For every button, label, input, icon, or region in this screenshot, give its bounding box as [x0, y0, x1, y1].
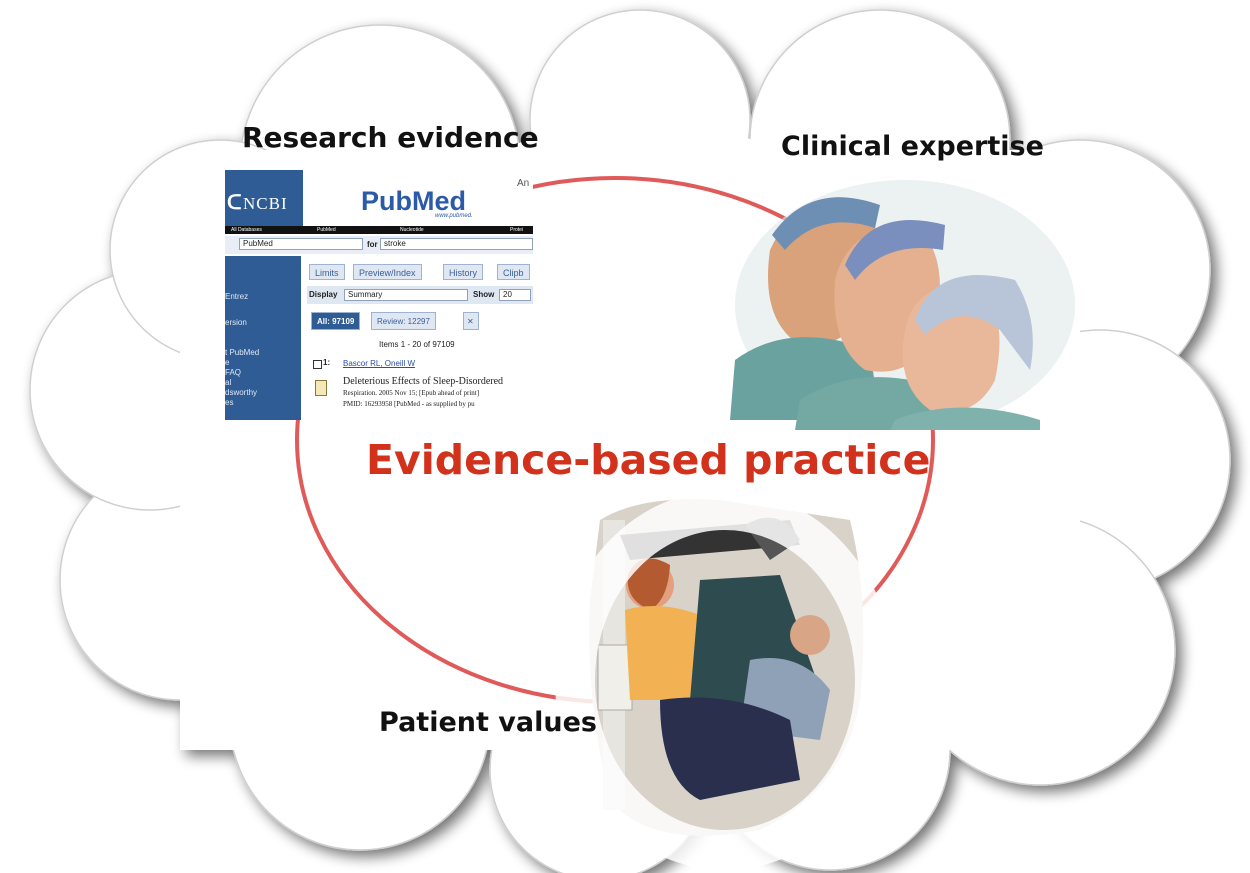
search-input[interactable]: stroke	[380, 238, 533, 250]
clinical-team-photo	[730, 180, 1075, 430]
research-evidence-label: Research evidence	[242, 121, 539, 154]
pubmed-header: ᑕ NCBI PubMed www.pubmed. An	[225, 170, 533, 226]
tab-review-results[interactable]: Review: 12297	[371, 312, 436, 330]
sidebar-item[interactable]: e	[225, 358, 230, 367]
result-journal: Respiration. 2005 Nov 15; [Epub ahead of…	[343, 389, 480, 397]
tab-history[interactable]: History	[443, 264, 484, 280]
pubmed-sidebar: Entrez ersion t PubMed e FAQ al dsworthy…	[225, 256, 301, 420]
tab-preview-index[interactable]: Preview/Index	[353, 264, 422, 280]
search-input-value: stroke	[384, 239, 406, 248]
close-tab-icon[interactable]: ✕	[463, 312, 479, 330]
sidebar-item[interactable]: es	[225, 398, 234, 407]
result-checkbox[interactable]	[313, 360, 322, 369]
pubmed-logo: PubMed	[361, 186, 466, 216]
patient-values-label: Patient values	[379, 707, 597, 738]
sidebar-item[interactable]: al	[225, 378, 232, 387]
display-bar: Display Summary Show 20	[307, 286, 533, 304]
tab-all-results[interactable]: All: 97109	[311, 312, 361, 330]
nav-item[interactable]: Protei	[510, 227, 524, 233]
for-label: for	[367, 240, 378, 249]
result-authors-link[interactable]: Bascor RL, Oneill W	[343, 359, 416, 368]
display-select[interactable]: Summary	[344, 289, 468, 301]
nav-item[interactable]: All Databases	[231, 227, 262, 233]
show-select-value: 20	[503, 290, 512, 299]
show-select[interactable]: 20	[499, 289, 531, 301]
nav-item[interactable]: Nucleotide	[400, 227, 424, 233]
clinical-expertise-label: Clinical expertise	[781, 131, 1044, 162]
nav-item[interactable]: PubMed	[317, 227, 336, 233]
ncbi-logo: ᑕ NCBI	[225, 170, 303, 226]
pubmed-search-bar: PubMed for stroke	[225, 236, 533, 254]
sidebar-item[interactable]: FAQ	[225, 368, 242, 377]
result-number: 1:	[323, 358, 331, 367]
patient-lift-photo	[555, 490, 895, 870]
pubmed-logo-url: www.pubmed.	[435, 213, 473, 219]
display-label: Display	[309, 290, 338, 299]
show-label: Show	[473, 290, 495, 299]
ncbi-c-icon: ᑕ	[227, 192, 242, 214]
database-select-value: PubMed	[243, 239, 273, 248]
pubmed-navbar: All Databases PubMed Nucleotide Protei	[225, 226, 533, 234]
sidebar-item[interactable]: t PubMed	[225, 348, 260, 357]
result-title[interactable]: Deleterious Effects of Sleep-Disordered	[343, 376, 504, 387]
tab-limits[interactable]: Limits	[309, 264, 345, 280]
pubmed-screenshot: ᑕ NCBI PubMed www.pubmed. An All Databas…	[225, 170, 533, 420]
document-icon	[315, 380, 327, 396]
display-select-value: Summary	[348, 290, 383, 299]
ncbi-text: NCBI	[243, 194, 288, 213]
result-pmid: PMID: 16293958 [PubMed - as supplied by …	[343, 400, 475, 408]
items-count: Items 1 - 20 of 97109	[379, 340, 455, 349]
sidebar-item[interactable]: dsworthy	[225, 388, 258, 397]
sidebar-item[interactable]: ersion	[225, 318, 247, 327]
tab-clipboard[interactable]: Clipb	[497, 264, 530, 280]
database-select[interactable]: PubMed	[239, 238, 363, 250]
sidebar-item[interactable]: Entrez	[225, 292, 249, 301]
evidence-based-practice-title: Evidence-based practice	[366, 436, 931, 484]
pubmed-corner-text: An	[517, 178, 530, 189]
